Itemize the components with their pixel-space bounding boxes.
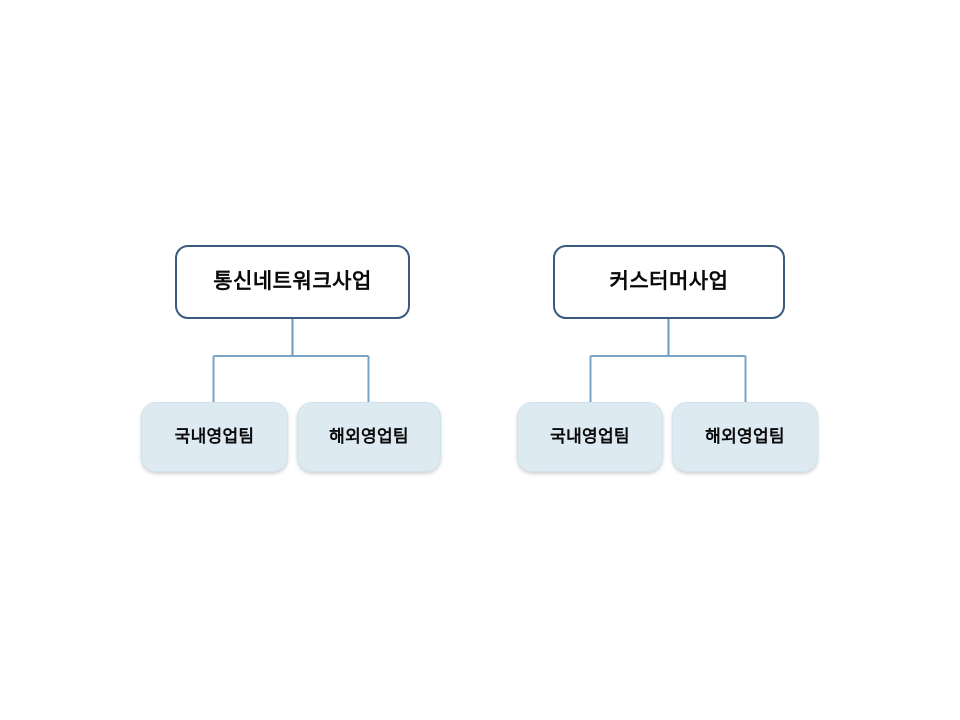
org-node-label: 해외영업팀 (329, 426, 409, 447)
org-node-label: 통신네트워크사업 (213, 269, 372, 294)
org-node-label: 커스터머사업 (609, 269, 729, 294)
org-node-label: 국내영업팀 (174, 426, 255, 447)
org-node-team-overseas-sales-customer[interactable]: 해외영업팀 (672, 402, 818, 472)
org-node-label: 해외영업팀 (705, 426, 785, 447)
org-node-team-domestic-sales-telecom[interactable]: 국내영업팀 (141, 402, 288, 472)
org-node-division-customer[interactable]: 커스터머사업 (553, 245, 785, 319)
org-node-division-telecom-network[interactable]: 통신네트워크사업 (175, 245, 410, 319)
org-node-label: 국내영업팀 (550, 426, 630, 447)
org-node-team-overseas-sales-telecom[interactable]: 해외영업팀 (297, 402, 441, 472)
org-node-team-domestic-sales-customer[interactable]: 국내영업팀 (517, 402, 663, 472)
